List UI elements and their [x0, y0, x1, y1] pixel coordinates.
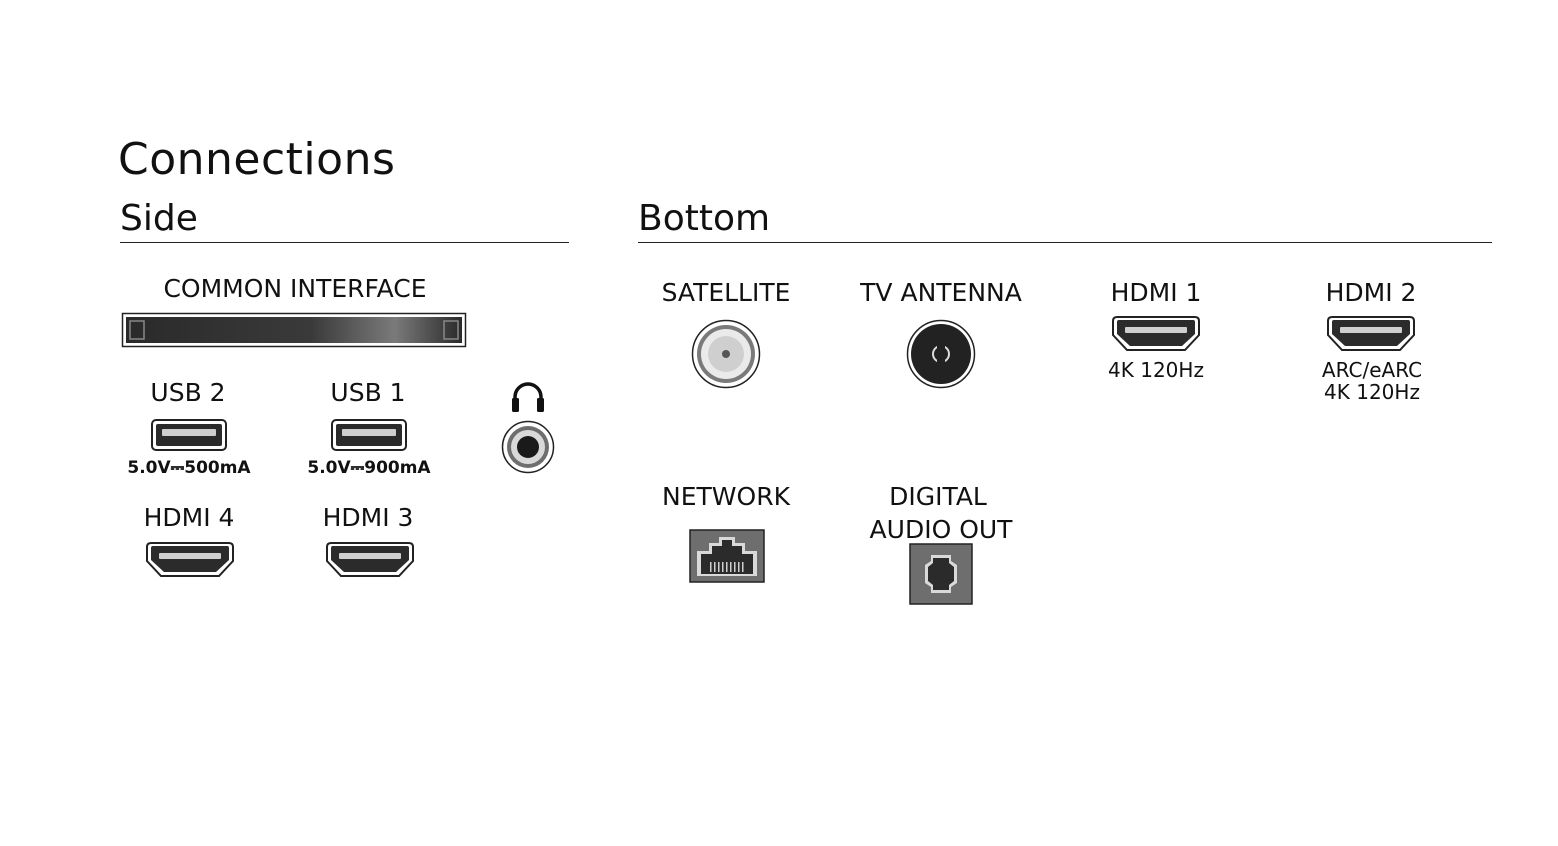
headphone-jack-icon: [501, 420, 555, 474]
usb1-spec: 5.0V⎓900mA: [307, 458, 431, 478]
digital-audio-label-line1: DIGITAL: [889, 482, 987, 511]
usb1-port-icon: [331, 419, 407, 451]
usb1-label: USB 1: [330, 378, 406, 407]
usb2-port-icon: [151, 419, 227, 451]
network-label: NETWORK: [662, 482, 790, 511]
side-divider: [120, 242, 569, 243]
usb2-label: USB 2: [150, 378, 226, 407]
hdmi2-label: HDMI 2: [1325, 278, 1417, 307]
hdmi2-res-spec: 4K 120Hz: [1324, 380, 1420, 404]
digital-audio-label-line2: AUDIO OUT: [869, 515, 1013, 544]
hdmi4-port-icon: [146, 542, 234, 577]
hdmi2-arc-spec: ARC/eARC: [1321, 358, 1423, 382]
headphone-icon: [512, 382, 544, 412]
bottom-heading: Bottom: [638, 198, 771, 239]
satellite-connector-icon: [691, 319, 761, 389]
usb2-spec: 5.0V⎓500mA: [127, 458, 251, 478]
tv-antenna-label: TV ANTENNA: [860, 278, 1022, 307]
hdmi2-port-icon: [1327, 316, 1415, 351]
hdmi1-spec: 4K 120Hz: [1108, 358, 1204, 382]
side-heading: Side: [120, 198, 198, 239]
hdmi1-label: HDMI 1: [1110, 278, 1202, 307]
satellite-label: SATELLITE: [661, 278, 791, 307]
network-port-icon: [689, 529, 765, 583]
common-interface-label: COMMON INTERFACE: [163, 274, 427, 303]
hdmi3-port-icon: [326, 542, 414, 577]
tv-antenna-connector-icon: [906, 319, 976, 389]
digital-audio-optical-port-icon: [909, 543, 973, 605]
bottom-divider: [638, 242, 1492, 243]
hdmi4-label: HDMI 4: [143, 503, 235, 532]
hdmi1-port-icon: [1112, 316, 1200, 351]
common-interface-slot-icon: [121, 312, 467, 348]
hdmi3-label: HDMI 3: [322, 503, 414, 532]
page-title: Connections: [118, 134, 396, 185]
